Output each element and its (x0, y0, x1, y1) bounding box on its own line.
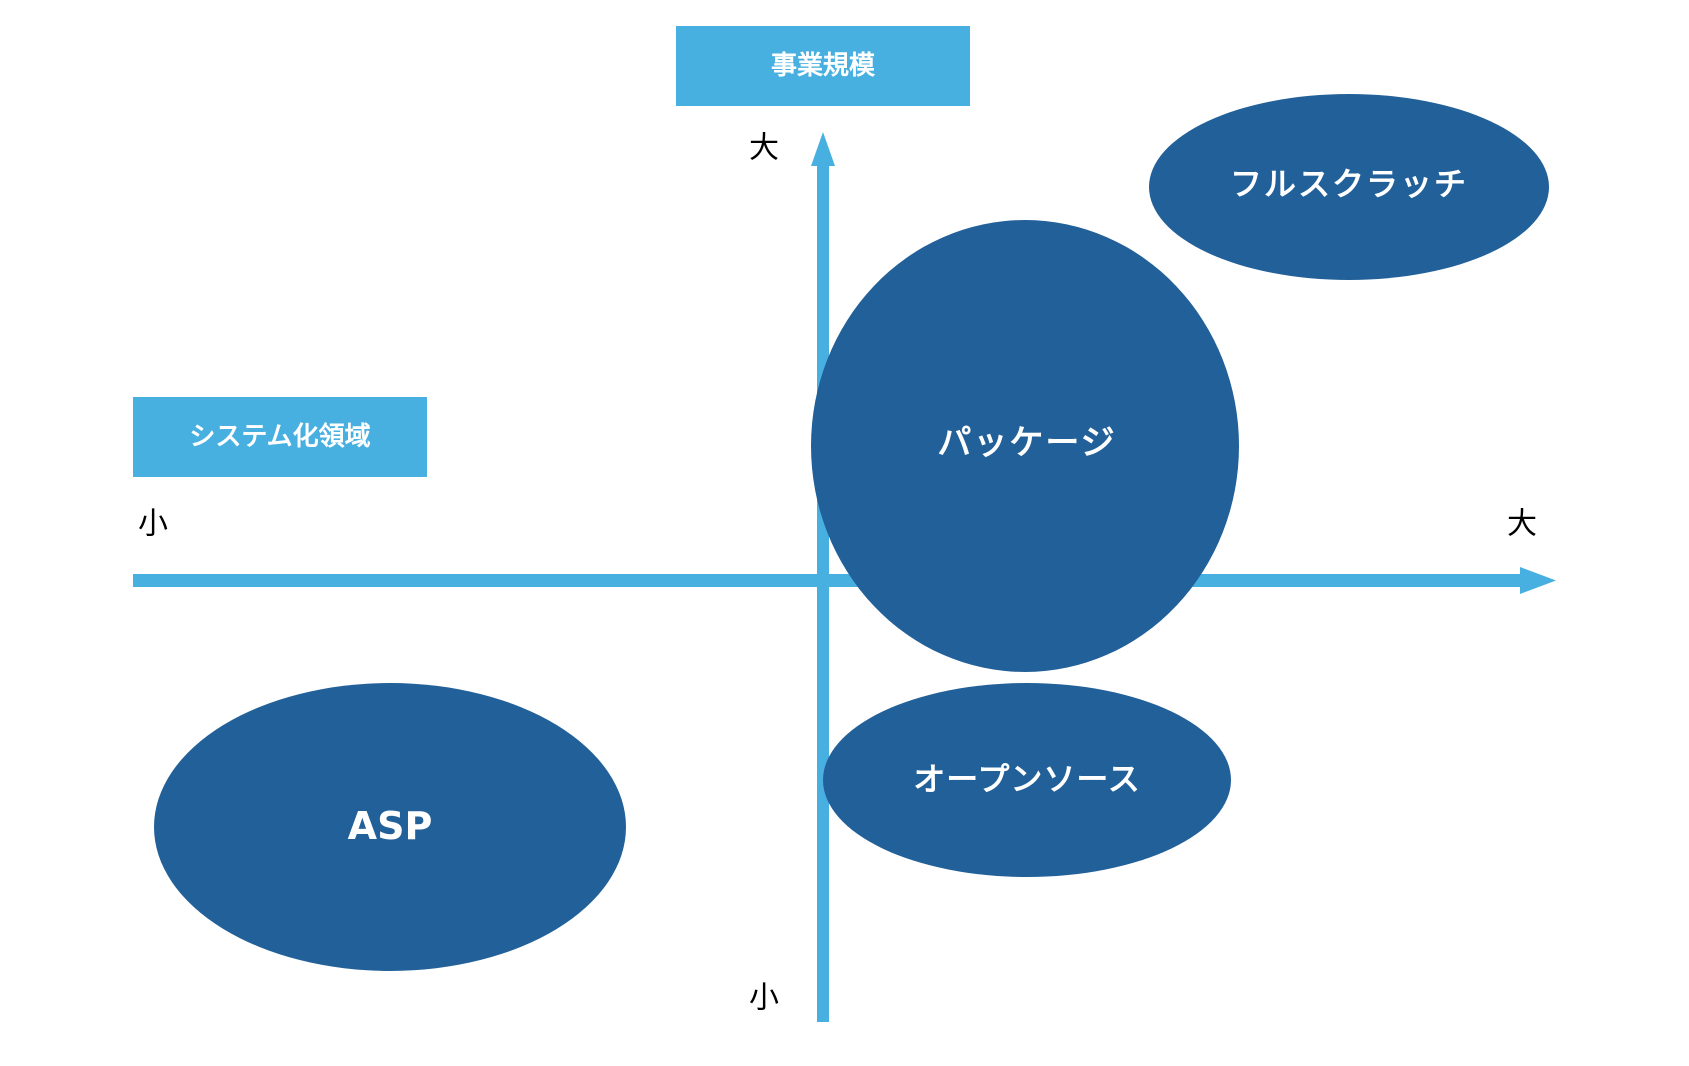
bubble-label-asp: ASP (348, 804, 433, 848)
x-axis-low-label: 小 (138, 507, 168, 542)
y-axis-low-label: 小 (749, 981, 779, 1016)
x-axis-arrowhead (1520, 567, 1556, 594)
x-axis-high-label: 大 (1507, 507, 1537, 542)
bubble-asp: ASP (154, 683, 626, 971)
x-axis-title: システム化領域 (189, 421, 370, 452)
y-axis-line (817, 160, 829, 1022)
bubble-label-full-scratch: フルスクラッチ (1230, 165, 1468, 203)
x-axis-title-box: システム化領域 (133, 397, 427, 477)
x-axis-line (133, 574, 1533, 587)
bubble-full-scratch: フルスクラッチ (1149, 94, 1549, 280)
y-axis-title: 事業規模 (771, 51, 876, 81)
bubble-label-open-source: オープンソース (913, 760, 1140, 798)
y-axis-arrowhead (811, 132, 835, 166)
y-axis-title-box: 事業規模 (676, 26, 970, 106)
bubble-label-package: パッケージ (937, 423, 1116, 463)
y-axis-high-label: 大 (749, 131, 779, 166)
bubble-package: パッケージ (811, 220, 1239, 672)
bubble-open-source: オープンソース (823, 683, 1231, 877)
